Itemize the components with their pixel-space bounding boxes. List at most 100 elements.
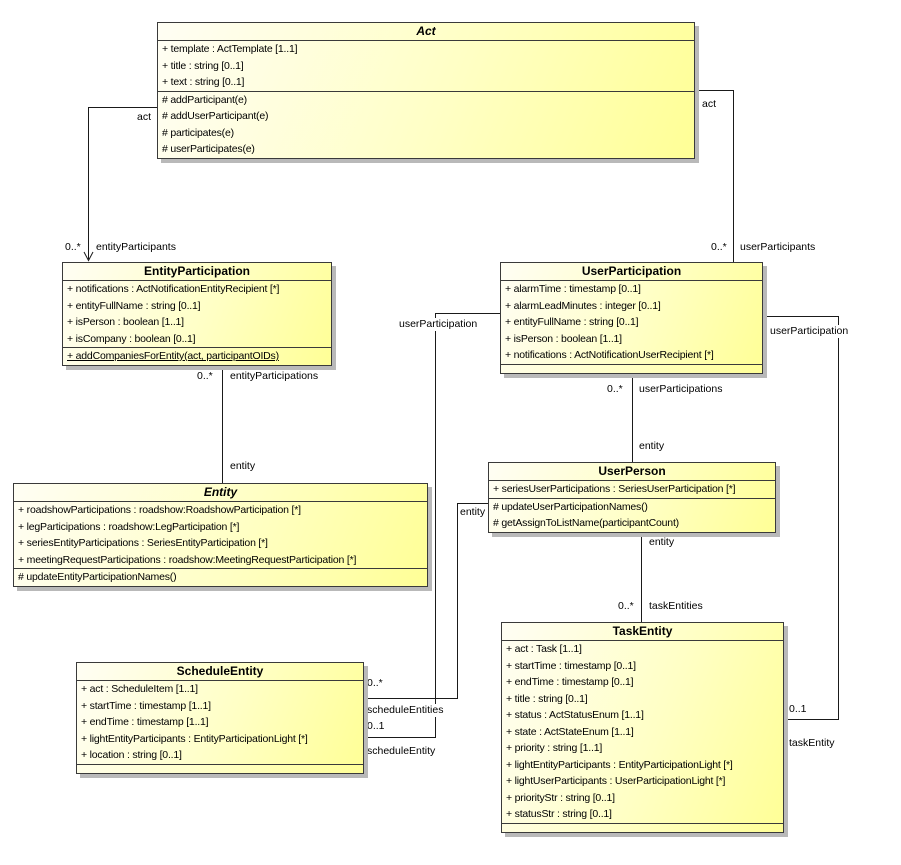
attributes-compartment: + alarmTime : timestamp [0..1] + alarmLea… xyxy=(501,280,762,364)
multiplicity-label: 0..* xyxy=(606,383,624,396)
attribute-row: + title : string [0..1] xyxy=(506,692,588,705)
role-label: scheduleEntity xyxy=(366,745,437,758)
attributes-compartment: + template : ActTemplate [1..1] + title :… xyxy=(158,40,694,91)
attribute-row: + priorityStr : string [0..1] xyxy=(506,791,615,804)
attribute-row: + endTime : timestamp [0..1] xyxy=(506,676,634,688)
role-label: scheduleEntities xyxy=(366,704,445,717)
operation-row: # participates(e) xyxy=(162,126,234,139)
multiplicity-label: 0..1 xyxy=(788,703,808,716)
attribute-row: + act : ScheduleItem [1..1] xyxy=(81,683,198,695)
attribute-row: + notifications : ActNotificationUserRec… xyxy=(505,349,714,361)
multiplicity-label: 0..* xyxy=(710,241,728,254)
multiplicity-label: 0..* xyxy=(64,241,82,254)
multiplicity-label: 0..* xyxy=(366,677,384,690)
role-label: taskEntities xyxy=(648,600,704,613)
connector-userparticipation-scheduleentity[interactable] xyxy=(362,313,501,738)
operations-compartment xyxy=(502,822,783,832)
role-label: userParticipation xyxy=(398,318,479,331)
role-label: taskEntity xyxy=(788,737,836,750)
class-taskentity[interactable]: TaskEntity + act : Task [1..1] + startTim… xyxy=(501,622,784,833)
class-title: UserPerson xyxy=(598,464,666,478)
operation-row: # userParticipates(e) xyxy=(162,143,255,155)
attribute-row: + location : string [0..1] xyxy=(81,749,182,761)
class-title: TaskEntity xyxy=(612,624,673,638)
role-label: entityParticipations xyxy=(229,370,320,383)
attribute-row: + title : string [0..1] xyxy=(162,59,244,72)
attributes-compartment: + notifications : ActNotificationEntityR… xyxy=(63,280,331,347)
class-title: ScheduleEntity xyxy=(176,664,264,678)
attribute-row: + lightUserParticipants : UserParticipat… xyxy=(506,775,726,787)
class-title: UserParticipation xyxy=(581,264,682,278)
operation-row: # addParticipant(e) xyxy=(162,93,247,106)
operation-row: + addCompaniesForEntity(act, participant… xyxy=(67,350,279,362)
connector-userparticipation-taskentity[interactable] xyxy=(761,316,839,720)
operations-compartment: # addParticipant(e) # addUserParticipant(… xyxy=(158,90,694,158)
attributes-compartment: + act : ScheduleItem [1..1] + startTime :… xyxy=(77,680,363,764)
open-arrow-icon xyxy=(83,251,94,262)
role-label: userParticipations xyxy=(638,383,724,396)
multiplicity-label: 0..* xyxy=(196,370,214,383)
attribute-row: + text : string [0..1] xyxy=(162,76,245,88)
connector-act-entityparticipation[interactable] xyxy=(88,107,158,260)
connector-act-userparticipation[interactable] xyxy=(693,90,734,263)
operations-compartment: # updateUserParticipationNames() # getAss… xyxy=(489,497,775,532)
operation-row: # addUserParticipant(e) xyxy=(162,110,269,122)
operations-compartment xyxy=(501,363,762,373)
attribute-row: + roadshowParticipations : roadshow:Road… xyxy=(18,504,301,516)
class-title: Entity xyxy=(203,485,238,499)
attribute-row: + seriesEntityParticipations : SeriesEnt… xyxy=(18,537,268,549)
attribute-row: + isPerson : boolean [1..1] xyxy=(505,332,622,345)
attribute-row: + isPerson : boolean [1..1] xyxy=(67,316,184,328)
class-act[interactable]: Act + template : ActTemplate [1..1] + tit… xyxy=(157,22,695,159)
role-label: entityParticipants xyxy=(95,241,177,254)
attribute-row: + template : ActTemplate [1..1] xyxy=(162,43,298,55)
attribute-row: + alarmLeadMinutes : integer [0..1] xyxy=(505,299,661,312)
class-scheduleentity[interactable]: ScheduleEntity + act : ScheduleItem [1..… xyxy=(76,662,364,774)
operation-row: # updateEntityParticipationNames() xyxy=(18,571,177,583)
role-label: entity xyxy=(229,460,257,473)
attributes-compartment: + seriesUserParticipations : SeriesUserP… xyxy=(489,480,775,498)
operation-row: # getAssignToListName(participantCount) xyxy=(493,517,679,529)
multiplicity-label: 0..* xyxy=(617,600,635,613)
role-label: entity xyxy=(459,506,487,519)
class-userparticipation[interactable]: UserParticipation + alarmTime : timestam… xyxy=(500,262,763,374)
attribute-row: + entityFullName : string [0..1] xyxy=(505,316,639,328)
attribute-row: + meetingRequestParticipations : roadsho… xyxy=(18,553,357,566)
operations-compartment xyxy=(77,763,363,773)
attributes-compartment: + act : Task [1..1] + startTime : timesta… xyxy=(502,640,783,823)
attribute-row: + statusStr : string [0..1] xyxy=(506,808,612,820)
role-label: userParticipants xyxy=(739,241,817,254)
role-label: userParticipation xyxy=(769,325,850,338)
class-title: Act xyxy=(416,24,436,38)
multiplicity-label: 0..1 xyxy=(366,720,386,733)
role-label: act xyxy=(701,98,718,111)
attribute-row: + endTime : timestamp [1..1] xyxy=(81,716,209,728)
attribute-row: + legParticipations : roadshow:LegPartic… xyxy=(18,520,240,533)
connector-userperson-scheduleentity[interactable] xyxy=(362,503,488,699)
role-label: act xyxy=(136,111,153,124)
operations-compartment: # updateEntityParticipationNames() xyxy=(14,568,427,586)
attribute-row: + alarmTime : timestamp [0..1] xyxy=(505,283,641,295)
attribute-row: + entityFullName : string [0..1] xyxy=(67,299,201,312)
attribute-row: + isCompany : boolean [0..1] xyxy=(67,332,196,345)
attribute-row: + seriesUserParticipations : SeriesUserP… xyxy=(493,483,736,495)
attribute-row: + act : Task [1..1] xyxy=(506,643,582,655)
attribute-row: + lightEntityParticipants : EntityPartic… xyxy=(81,732,308,745)
attribute-row: + state : ActStateEnum [1..1] xyxy=(506,725,634,738)
attribute-row: + startTime : timestamp [1..1] xyxy=(81,699,211,712)
role-label: entity xyxy=(648,536,676,549)
attribute-row: + lightEntityParticipants : EntityPartic… xyxy=(506,758,733,771)
class-userperson[interactable]: UserPerson + seriesUserParticipations : … xyxy=(488,462,776,533)
attribute-row: + status : ActStatusEnum [1..1] xyxy=(506,709,644,721)
attributes-compartment: + roadshowParticipations : roadshow:Road… xyxy=(14,501,427,568)
class-entityparticipation[interactable]: EntityParticipation + notifications : Ac… xyxy=(62,262,332,366)
class-entity[interactable]: Entity + roadshowParticipations : roadsh… xyxy=(13,483,428,587)
attribute-row: + notifications : ActNotificationEntityR… xyxy=(67,283,280,295)
class-title: EntityParticipation xyxy=(143,264,250,278)
attribute-row: + startTime : timestamp [0..1] xyxy=(506,659,636,672)
role-label: entity xyxy=(638,440,666,453)
operations-compartment: + addCompaniesForEntity(act, participant… xyxy=(63,347,331,365)
operation-row: # updateUserParticipationNames() xyxy=(493,500,648,513)
